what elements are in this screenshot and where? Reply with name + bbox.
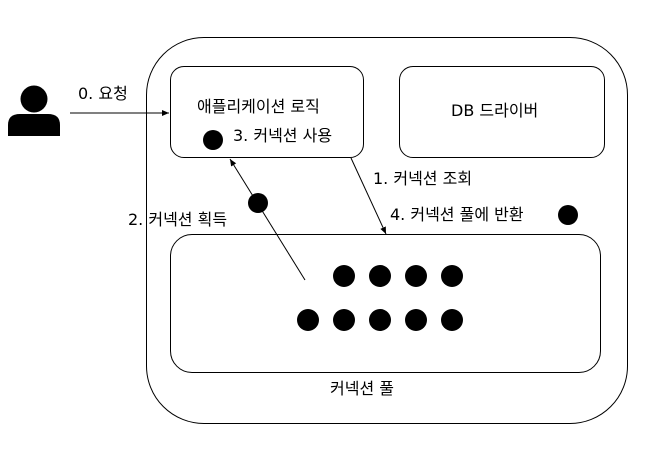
pool-connection-dot	[405, 265, 427, 287]
lookup-arrow	[350, 157, 387, 235]
pool-connection-dot	[441, 309, 463, 331]
db-driver-label: DB 드라이버	[451, 101, 539, 120]
app-logic-box	[170, 66, 364, 158]
pool-connection-dot	[333, 265, 355, 287]
db-driver-box	[399, 66, 605, 158]
connection-acquired-dot	[248, 193, 268, 213]
pool-connection-dot	[369, 309, 391, 331]
pool-connection-dot	[333, 309, 355, 331]
connection-pool-label: 커넥션 풀	[330, 379, 394, 398]
app-logic-label: 애플리케이션 로직	[197, 97, 320, 116]
lookup-connection-label: 1. 커넥션 조회	[373, 169, 473, 188]
pool-connection-dot	[441, 265, 463, 287]
acquire-arrow	[229, 158, 306, 281]
connection-in-use-dot	[203, 130, 223, 150]
connection-returned-dot	[558, 205, 578, 225]
return-to-pool-label: 4. 커넥션 풀에 반환	[390, 205, 524, 224]
connection-pool-box	[170, 234, 601, 373]
pool-connection-dot	[369, 265, 391, 287]
pool-connection-dot	[405, 309, 427, 331]
acquire-connection-label: 2. 커넥션 획득	[128, 210, 228, 229]
pool-connection-dot	[297, 309, 319, 331]
request-label: 0. 요청	[78, 84, 128, 103]
use-connection-label: 3. 커넥션 사용	[233, 126, 333, 145]
